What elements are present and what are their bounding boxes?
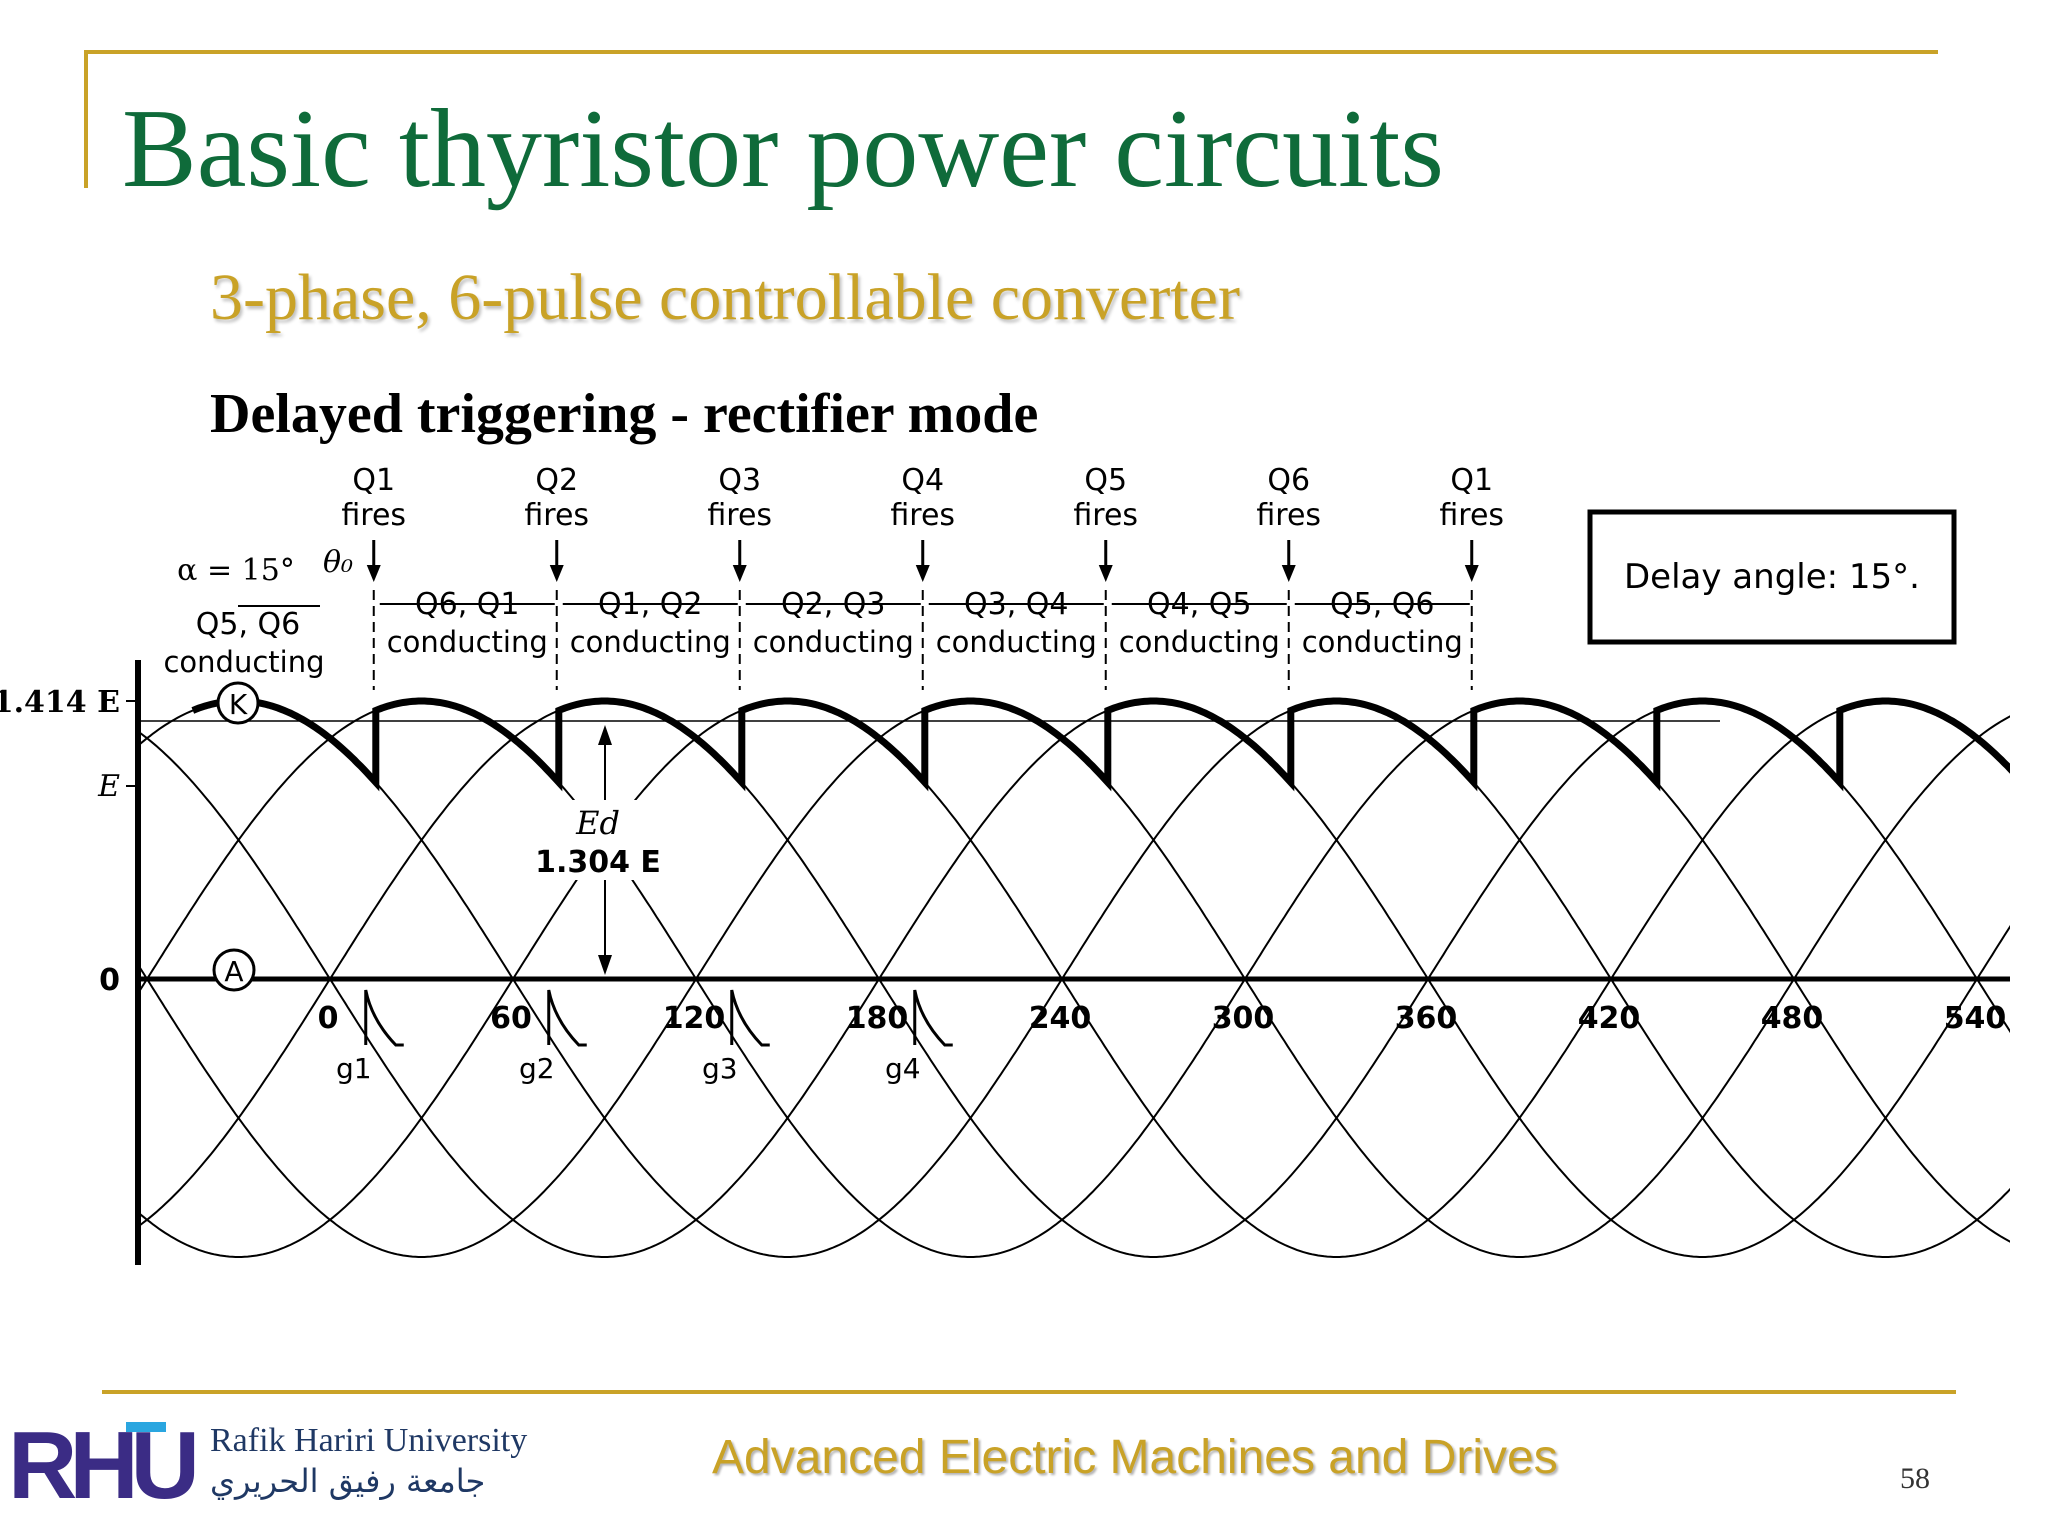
gate-pulse-g3 <box>730 989 770 1047</box>
phase-voltage-curves <box>138 700 2010 1258</box>
conduction-pair-2: Q1, Q2 <box>598 587 702 622</box>
fire-action-5: fires <box>1073 498 1138 533</box>
university-name-en: Rafik Hariri University <box>210 1422 528 1459</box>
delay-angle-text: Delay angle: 15°. <box>1624 557 1920 597</box>
conduction-pair-5: Q4, Q5 <box>1147 587 1251 622</box>
fire-thyristor-4: Q4 <box>901 463 944 498</box>
angle-tick-60: 60 <box>490 1001 532 1036</box>
logo-text: RHU <box>8 1418 195 1510</box>
node-a-circle <box>212 948 256 992</box>
university-logo: RHU <box>8 1418 198 1510</box>
node-k-label: K <box>229 688 248 721</box>
university-name-ar: جامعة رفيق الحريري <box>210 1462 486 1500</box>
angle-tick-420: 420 <box>1578 1001 1641 1036</box>
conduction-state-2: conducting <box>570 625 731 659</box>
angle-tick-480: 480 <box>1761 1001 1824 1036</box>
output-voltage-envelope <box>191 697 2010 792</box>
left-rule <box>84 50 88 188</box>
conduction-state-6: conducting <box>1302 625 1463 659</box>
ed-arrow-bottom <box>598 955 612 975</box>
course-title: Advanced Electric Machines and Drives <box>712 1431 1558 1484</box>
slide-subtitle: 3-phase, 6-pulse controllable converter <box>210 261 1240 334</box>
ed-value: 1.304 E <box>535 845 661 880</box>
gate-label-g2: g2 <box>519 1052 555 1085</box>
fire-action-2: fires <box>524 498 589 533</box>
fire-thyristor-7: Q1 <box>1450 463 1493 498</box>
angle-tick-300: 300 <box>1212 1001 1275 1036</box>
gate-label-g1: g1 <box>336 1052 372 1085</box>
angle-tick-360: 360 <box>1395 1001 1458 1036</box>
y-label-rms: E <box>97 769 120 804</box>
top-rule <box>84 50 1938 54</box>
phase-curve-5 <box>138 700 2010 1258</box>
phase-curve-6 <box>138 700 2010 1258</box>
fire-thyristor-2: Q2 <box>535 463 578 498</box>
diagram-heading: Delayed triggering - rectifier mode <box>210 383 1039 445</box>
fire-action-4: fires <box>890 498 955 533</box>
fire-thyristor-1: Q1 <box>352 463 395 498</box>
fire-arrow-head-6 <box>1281 565 1296 582</box>
ed-label-backdrop <box>530 800 640 880</box>
initial-conduction-pair: Q5, Q6 <box>196 607 300 642</box>
conduction-state-4: conducting <box>936 625 1097 659</box>
angle-tick-240: 240 <box>1029 1001 1092 1036</box>
ed-label: Ed <box>575 804 620 842</box>
node-k-circle <box>216 681 260 725</box>
fire-arrow-head-5 <box>1098 565 1113 582</box>
conduction-state-5: conducting <box>1119 625 1280 659</box>
fire-thyristor-3: Q3 <box>718 463 761 498</box>
fire-action-1: fires <box>341 498 406 533</box>
slide-title: Basic thyristor power circuits <box>122 87 1444 211</box>
delay-angle-box <box>1587 509 1957 645</box>
angle-tick-120: 120 <box>663 1001 726 1036</box>
conduction-pair-3: Q2, Q3 <box>781 587 885 622</box>
gate-pulse-g1 <box>364 989 404 1047</box>
conduction-state-1: conducting <box>387 625 548 659</box>
fire-arrow-head-7 <box>1464 565 1479 582</box>
phase-curve-3 <box>138 700 2010 1258</box>
fire-arrow-head-3 <box>732 565 747 582</box>
output-envelope <box>191 697 2010 792</box>
theta-label: θ₀ <box>323 545 353 580</box>
initial-conduction-state: conducting <box>163 645 324 679</box>
conduction-pair-1: Q6, Q1 <box>415 587 519 622</box>
fire-thyristor-5: Q5 <box>1084 463 1127 498</box>
y-label-peak: 1.414 E <box>0 685 120 720</box>
conduction-pair-4: Q3, Q4 <box>964 587 1068 622</box>
fire-arrow-head-2 <box>549 565 564 582</box>
fire-thyristor-6: Q6 <box>1267 463 1310 498</box>
node-a-label: A <box>224 955 243 988</box>
conduction-state-3: conducting <box>753 625 914 659</box>
page-number: 58 <box>1900 1462 1930 1495</box>
conduction-pair-6: Q5, Q6 <box>1330 587 1434 622</box>
fire-arrow-head-4 <box>915 565 930 582</box>
fire-action-3: fires <box>707 498 772 533</box>
axes <box>126 660 2010 1265</box>
gate-pulse-g2 <box>547 989 587 1047</box>
gate-label-g3: g3 <box>702 1052 738 1085</box>
ed-arrow-top <box>598 725 612 745</box>
fire-action-6: fires <box>1256 498 1321 533</box>
y-label-zero: 0 <box>99 963 120 998</box>
footer-rule <box>102 1390 1956 1394</box>
angle-tick-0: 0 <box>318 1001 339 1036</box>
gate-pulse-g4 <box>913 989 953 1047</box>
angle-tick-540: 540 <box>1944 1001 2007 1036</box>
gate-label-g4: g4 <box>885 1052 921 1085</box>
angle-tick-180: 180 <box>846 1001 909 1036</box>
fire-action-7: fires <box>1439 498 1504 533</box>
fire-arrow-head-1 <box>366 565 381 582</box>
alpha-label: α = 15° <box>177 553 295 588</box>
